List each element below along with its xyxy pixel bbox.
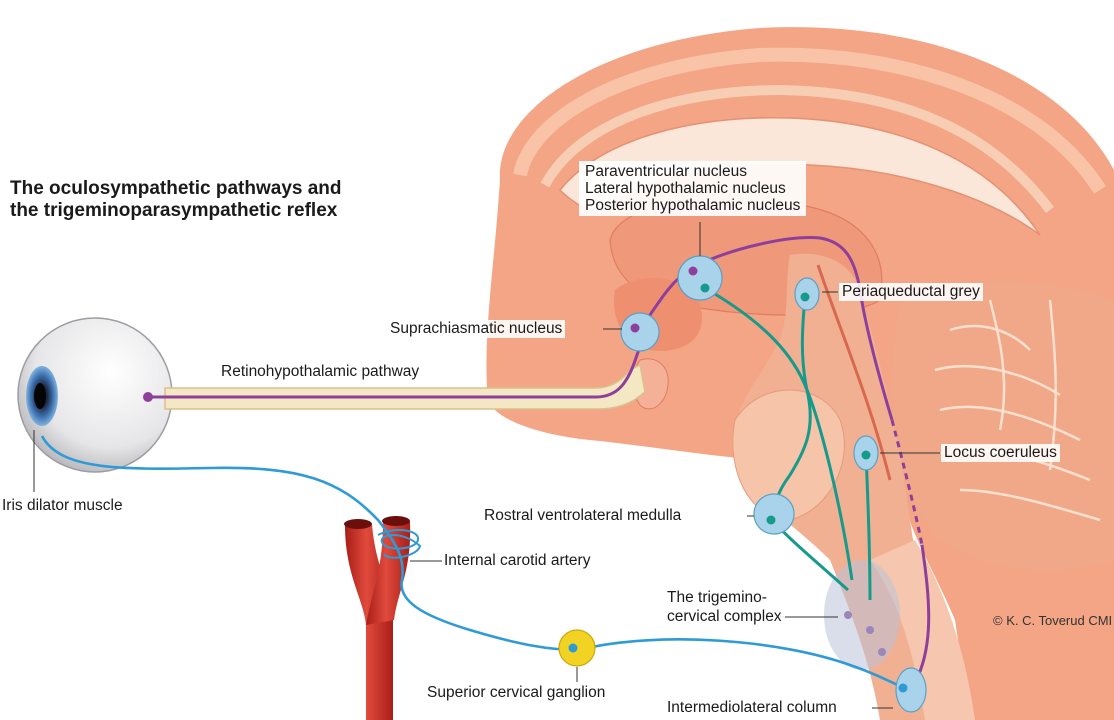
trigeminocervical-area xyxy=(824,560,900,670)
label-trigeminocervical: The trigemino- cervical complex xyxy=(664,588,785,626)
label-trigemino-line2: cervical complex xyxy=(667,607,782,626)
label-iris-dilator: Iris dilator muscle xyxy=(2,497,123,515)
label-superior-cervical: Superior cervical ganglion xyxy=(427,684,605,702)
copyright-credit: © K. C. Toverud CMI xyxy=(993,613,1112,628)
label-periaqueductal-grey: Periaqueductal grey xyxy=(839,283,983,301)
diagram-title: The oculosympathetic pathways and the tr… xyxy=(10,178,342,222)
suprachiasmatic-node xyxy=(621,313,659,351)
rostral-ventrolateral-node xyxy=(754,494,794,534)
hypothalamic-nuclei-label: Paraventricular nucleus Lateral hypothal… xyxy=(579,161,806,216)
label-posterior-hypothalamic: Posterior hypothalamic nucleus xyxy=(585,197,800,214)
label-locus-coeruleus: Locus coeruleus xyxy=(941,444,1060,462)
label-internal-carotid: Internal carotid artery xyxy=(444,552,590,570)
hypothalamic-nuclei-node xyxy=(678,256,722,300)
label-trigemino-line1: The trigemino- xyxy=(667,588,782,607)
label-rostral-ventrolateral: Rostral ventrolateral medulla xyxy=(481,507,684,525)
title-line-2: the trigeminoparasympathetic reflex xyxy=(10,200,342,222)
label-retinohypothalamic: Retinohypothalamic pathway xyxy=(221,363,419,381)
label-paraventricular: Paraventricular nucleus xyxy=(585,163,800,180)
title-line-1: The oculosympathetic pathways and xyxy=(10,178,342,200)
internal-carotid-artery xyxy=(344,516,410,720)
label-suprachiasmatic: Suprachiasmatic nucleus xyxy=(387,320,565,338)
label-intermediolateral: Intermediolateral column xyxy=(667,699,837,717)
pupil xyxy=(34,383,46,409)
label-lateral-hypothalamic: Lateral hypothalamic nucleus xyxy=(585,180,800,197)
